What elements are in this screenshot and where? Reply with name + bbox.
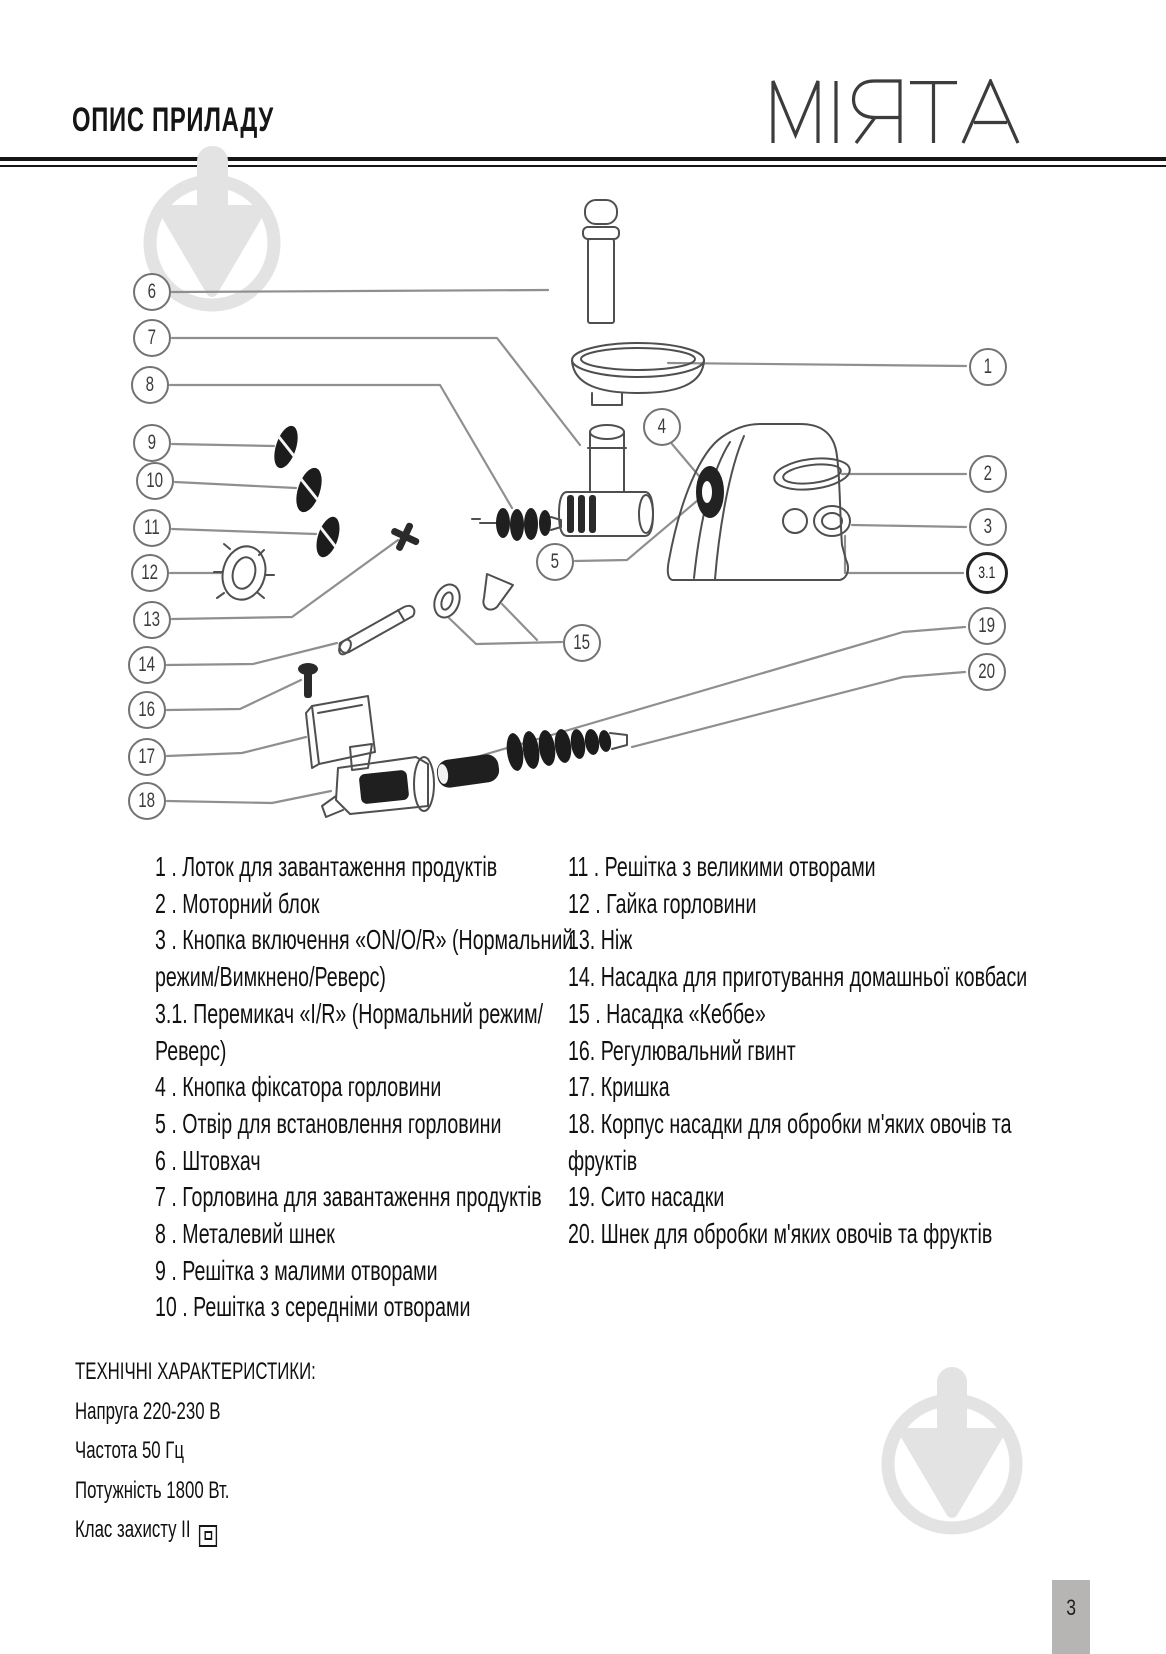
spec-line: Частота 50 Гц [75, 1437, 185, 1464]
specs-heading: ТЕХНІЧНІ ХАРАКТЕРИСТИКИ: [75, 1358, 316, 1385]
list-line: 11 . Решітка з великими отворами [568, 851, 876, 882]
spec-line-text: Клас захисту II [75, 1516, 191, 1543]
page-number: 3 [1052, 1580, 1090, 1654]
list-line: 1 . Лоток для завантаження продуктів [155, 851, 498, 882]
class-ii-icon [198, 1524, 218, 1547]
list-line: 14. Насадка для приготування домашньої к… [568, 961, 1028, 993]
list-line: 9 . Решітка з малими отворами [155, 1254, 438, 1286]
callout-13: 13 [133, 601, 171, 639]
callout-8: 8 [131, 366, 169, 404]
list-line: 3 . Кнопка включення «ON/O/R» (Нормальни… [155, 924, 574, 956]
callout-10: 10 [136, 462, 174, 500]
spec-line: Потужність 1800 Вт. [75, 1476, 230, 1504]
list-line: 19. Сито насадки [568, 1181, 725, 1213]
list-line: 13. Ніж [568, 924, 633, 956]
spec-line: Напруга 220-230 В [75, 1397, 221, 1425]
parts-list-left: 1 . Лоток для завантаження продуктів 2 .… [155, 849, 574, 1326]
technical-specs: ТЕХНІЧНІ ХАРАКТЕРИСТИКИ: Напруга 220-230… [75, 1352, 316, 1550]
callout-3-1: 3.1 [966, 552, 1008, 594]
list-line: 10 . Решітка з середніми отворами [155, 1291, 471, 1323]
list-line: 15 . Насадка «Кеббе» [568, 997, 766, 1029]
list-line: 8 . Металевий шнек [155, 1218, 335, 1250]
callout-3: 3 [969, 508, 1007, 546]
callout-19: 19 [968, 607, 1006, 645]
list-line: фруктів [568, 1144, 638, 1176]
watermark-top-left [143, 146, 281, 312]
callout-11: 11 [133, 509, 171, 547]
list-line: 18. Корпус насадки для обробки м'яких ов… [568, 1107, 1012, 1139]
callout-20: 20 [968, 653, 1006, 691]
callout-12: 12 [131, 554, 169, 592]
list-line: Реверс) [155, 1034, 227, 1066]
list-line: 16. Регулювальний гвинт [568, 1034, 796, 1066]
callout-9: 9 [133, 424, 171, 462]
callout-1: 1 [969, 348, 1007, 386]
list-line: 20. Шнек для обробки м'яких овочів та фр… [568, 1218, 993, 1250]
callout-18: 18 [128, 782, 166, 820]
callout-14: 14 [128, 646, 166, 684]
list-line: 4 . Кнопка фіксатора горловини [155, 1071, 442, 1103]
callout-2: 2 [969, 455, 1007, 493]
callout-17: 17 [128, 738, 166, 776]
list-line: 5 . Отвір для встановлення горловини [155, 1107, 502, 1139]
list-line: 17. Кришка [568, 1071, 670, 1103]
header-rule-thick [0, 157, 1166, 161]
list-line: 2 . Моторний блок [155, 887, 320, 919]
list-line: 6 . Штовхач [155, 1144, 261, 1176]
header-rule-thin [0, 165, 1166, 167]
list-line: 3.1. Перемикач «I/R» (Нормальний режим/ [155, 997, 544, 1029]
page-title: ОПИС ПРИЛАДУ [72, 101, 274, 139]
spec-line: Клас захисту II [75, 1510, 316, 1550]
mirta-brand-logo [771, 79, 1020, 144]
callout-15: 15 [563, 624, 601, 662]
callout-5: 5 [536, 543, 574, 581]
watermark-bottom-right [881, 1367, 1023, 1535]
callout-7: 7 [133, 319, 171, 357]
callout-6: 6 [133, 273, 171, 311]
list-line: 7 . Горловина для завантаження продуктів [155, 1181, 542, 1213]
list-line: 12 . Гайка горловини [568, 887, 757, 919]
callout-4: 4 [643, 408, 681, 446]
list-line: режим/Вимкнено/Реверс) [155, 961, 386, 993]
parts-list-right: 11 . Решітка з великими отворами 12 . Га… [568, 849, 1028, 1253]
callout-16: 16 [128, 691, 166, 729]
